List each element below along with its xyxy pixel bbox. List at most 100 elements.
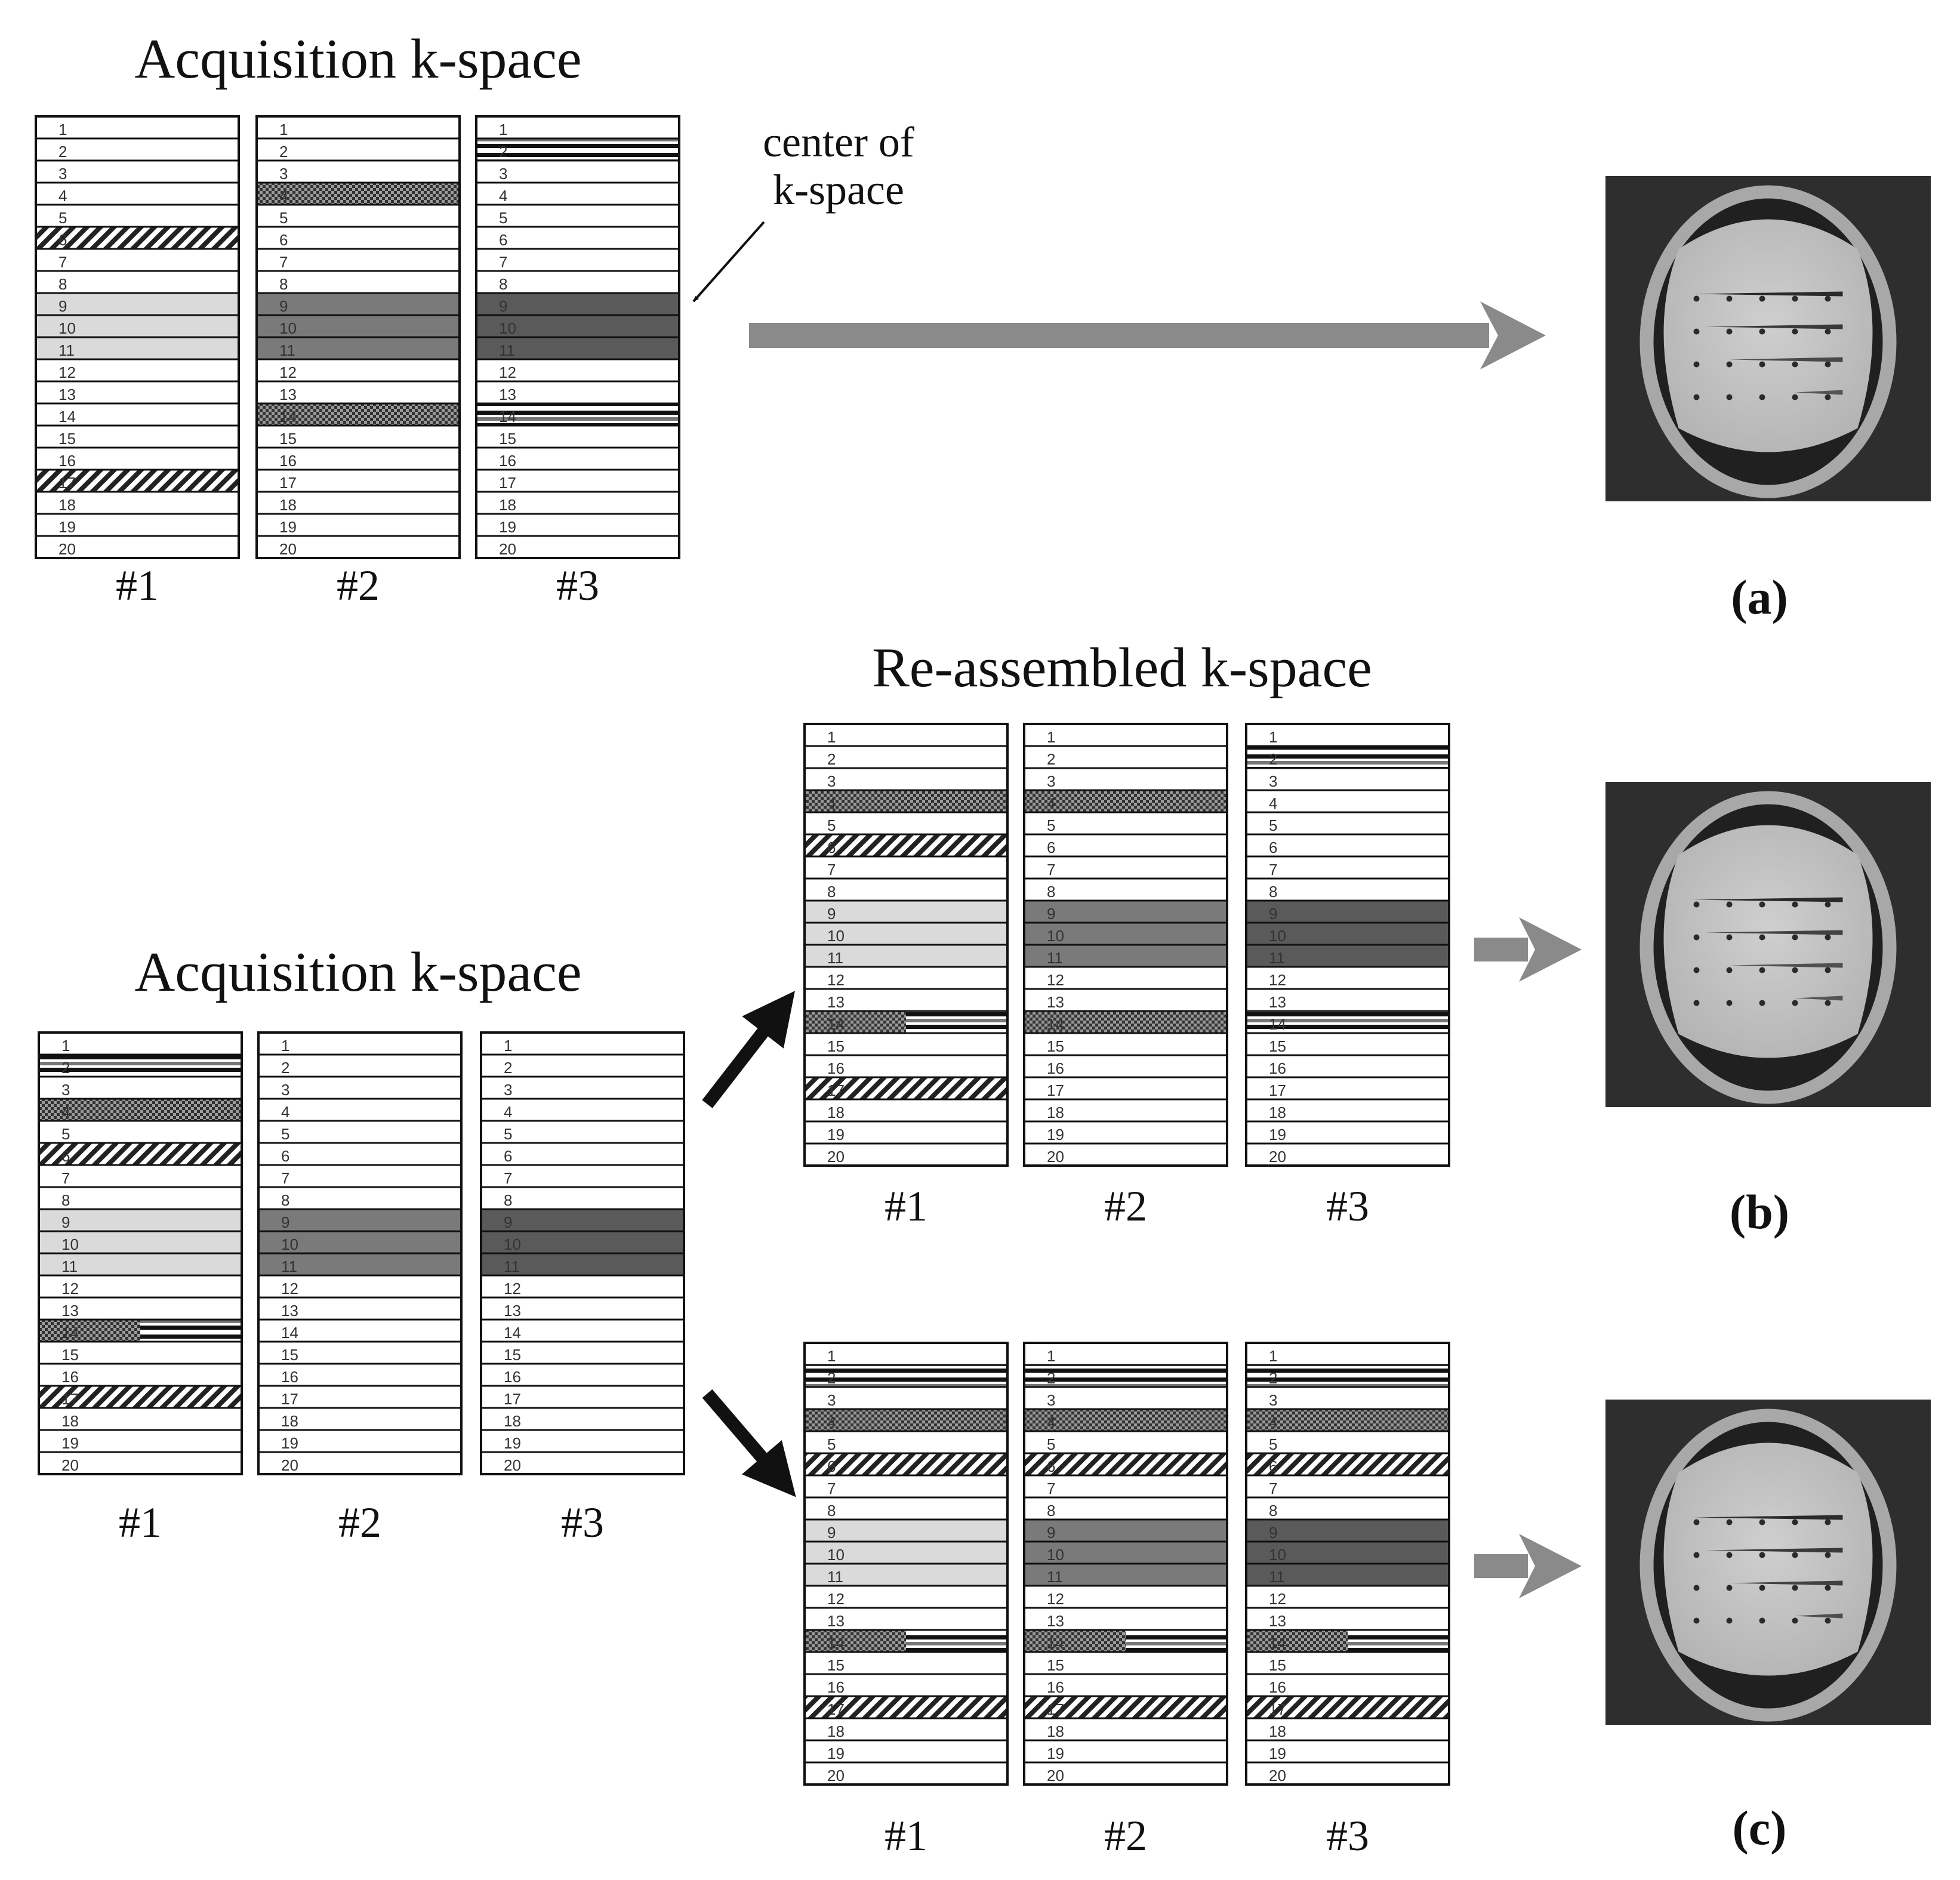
row-fill — [481, 1143, 684, 1165]
phantom-dot — [1825, 934, 1831, 941]
kspace-row: 16 — [257, 1363, 463, 1387]
column-frame — [255, 115, 461, 559]
row-fill — [258, 1099, 461, 1121]
row-number: 15 — [504, 1346, 521, 1364]
row-number: 10 — [1269, 927, 1286, 945]
row-fill — [1024, 1121, 1227, 1144]
row-fill — [39, 1077, 242, 1099]
phantom-dot — [1759, 934, 1765, 941]
row-fill — [1024, 1055, 1227, 1077]
row-fill — [257, 138, 460, 161]
row-number: 5 — [61, 1125, 70, 1143]
row-number: 20 — [1047, 1148, 1064, 1166]
kspace-row: 8 — [38, 1186, 243, 1210]
row-number: 4 — [1269, 1413, 1277, 1431]
row-fill — [39, 1408, 242, 1430]
kspace-row: 15 — [38, 1340, 243, 1365]
kspace-row: 6 — [803, 833, 1009, 858]
column-label: #2 — [338, 1499, 381, 1546]
row-number: 18 — [58, 496, 76, 514]
row-number: 19 — [1269, 1126, 1286, 1144]
column-frame — [35, 115, 240, 559]
row-fill — [36, 271, 239, 293]
kspace-row: 3 — [257, 1075, 463, 1100]
row-fill — [39, 1121, 242, 1143]
row-fill — [36, 293, 239, 315]
row-fill — [805, 1652, 1007, 1674]
row-fill — [805, 1431, 1007, 1453]
row-fill — [36, 514, 239, 536]
row-number: 3 — [827, 1391, 836, 1409]
phantom-dot — [1825, 328, 1831, 335]
row-number: 12 — [1047, 1590, 1064, 1608]
row-fill — [1024, 746, 1227, 768]
row-fill — [36, 492, 239, 514]
gray-arrow-a — [749, 301, 1546, 369]
row-fill — [39, 1099, 242, 1121]
row-fill — [805, 812, 1007, 834]
column-frame — [38, 1031, 243, 1475]
row-number: 9 — [1047, 905, 1055, 923]
row-fill — [805, 1343, 1007, 1365]
row-fill — [476, 161, 679, 183]
row-fill — [258, 1430, 461, 1452]
row-fill — [257, 249, 460, 271]
kspace-row: 18 — [255, 491, 461, 515]
row-fill — [1024, 1652, 1227, 1674]
row-number: 10 — [281, 1235, 298, 1253]
row-fill — [1246, 1453, 1449, 1475]
row-fill — [36, 381, 239, 403]
kspace-row: 5 — [1023, 811, 1228, 836]
kspace-row: 14 — [257, 1318, 463, 1343]
kspace-row: 3 — [1023, 767, 1228, 791]
row-number: 20 — [58, 540, 76, 558]
row-number: 15 — [499, 430, 516, 448]
row-number: 8 — [281, 1191, 289, 1209]
row-number: 2 — [279, 143, 288, 161]
kspace-row: 2 — [803, 745, 1009, 769]
phantom-streak — [1795, 996, 1843, 1001]
row-number: 12 — [1269, 971, 1286, 989]
kspace-row: 20 — [803, 1761, 1009, 1786]
column-frame — [480, 1031, 685, 1475]
row-fill-lines — [906, 1630, 1007, 1652]
kspace-row: 10 — [803, 1540, 1009, 1565]
row-fill — [36, 448, 239, 470]
row-fill — [1024, 1409, 1227, 1431]
row-fill — [1024, 1586, 1227, 1608]
row-fill — [257, 448, 460, 470]
kspace-row: 8 — [255, 270, 461, 294]
kspace-row: 10 — [803, 921, 1009, 946]
row-fill — [1024, 1608, 1227, 1630]
row-number: 19 — [1047, 1126, 1064, 1144]
kspace-row: 15 — [803, 1032, 1009, 1056]
row-fill — [36, 315, 239, 337]
row-number: 13 — [279, 386, 297, 403]
row-fill — [1024, 1674, 1227, 1696]
row-number: 16 — [499, 452, 516, 470]
row-number: 18 — [1047, 1104, 1064, 1121]
kspace-row: 11 — [1245, 944, 1450, 968]
column-label: #2 — [337, 562, 380, 609]
kspace-row: 20 — [475, 535, 680, 559]
kspace-row: 13 — [255, 380, 461, 405]
row-number: 1 — [1047, 1347, 1055, 1365]
kspace-row: 1 — [38, 1031, 243, 1056]
row-number: 14 — [61, 1324, 79, 1342]
phantom-dot — [1825, 901, 1831, 908]
row-fill — [1024, 834, 1227, 856]
row-number: 16 — [1047, 1678, 1064, 1696]
row-number: 9 — [1047, 1524, 1055, 1542]
row-number: 4 — [827, 1413, 836, 1431]
row-fill — [805, 1586, 1007, 1608]
kspace-row: 19 — [255, 513, 461, 537]
kspace-row: 17 — [1023, 1695, 1228, 1719]
row-number: 1 — [504, 1037, 512, 1055]
row-number: 18 — [1269, 1104, 1286, 1121]
kspace-row: 6 — [1023, 833, 1228, 858]
row-fill — [805, 1475, 1007, 1497]
row-fill-dots — [39, 1320, 140, 1342]
kspace-row: 2 — [35, 137, 240, 162]
row-number: 7 — [827, 861, 836, 879]
